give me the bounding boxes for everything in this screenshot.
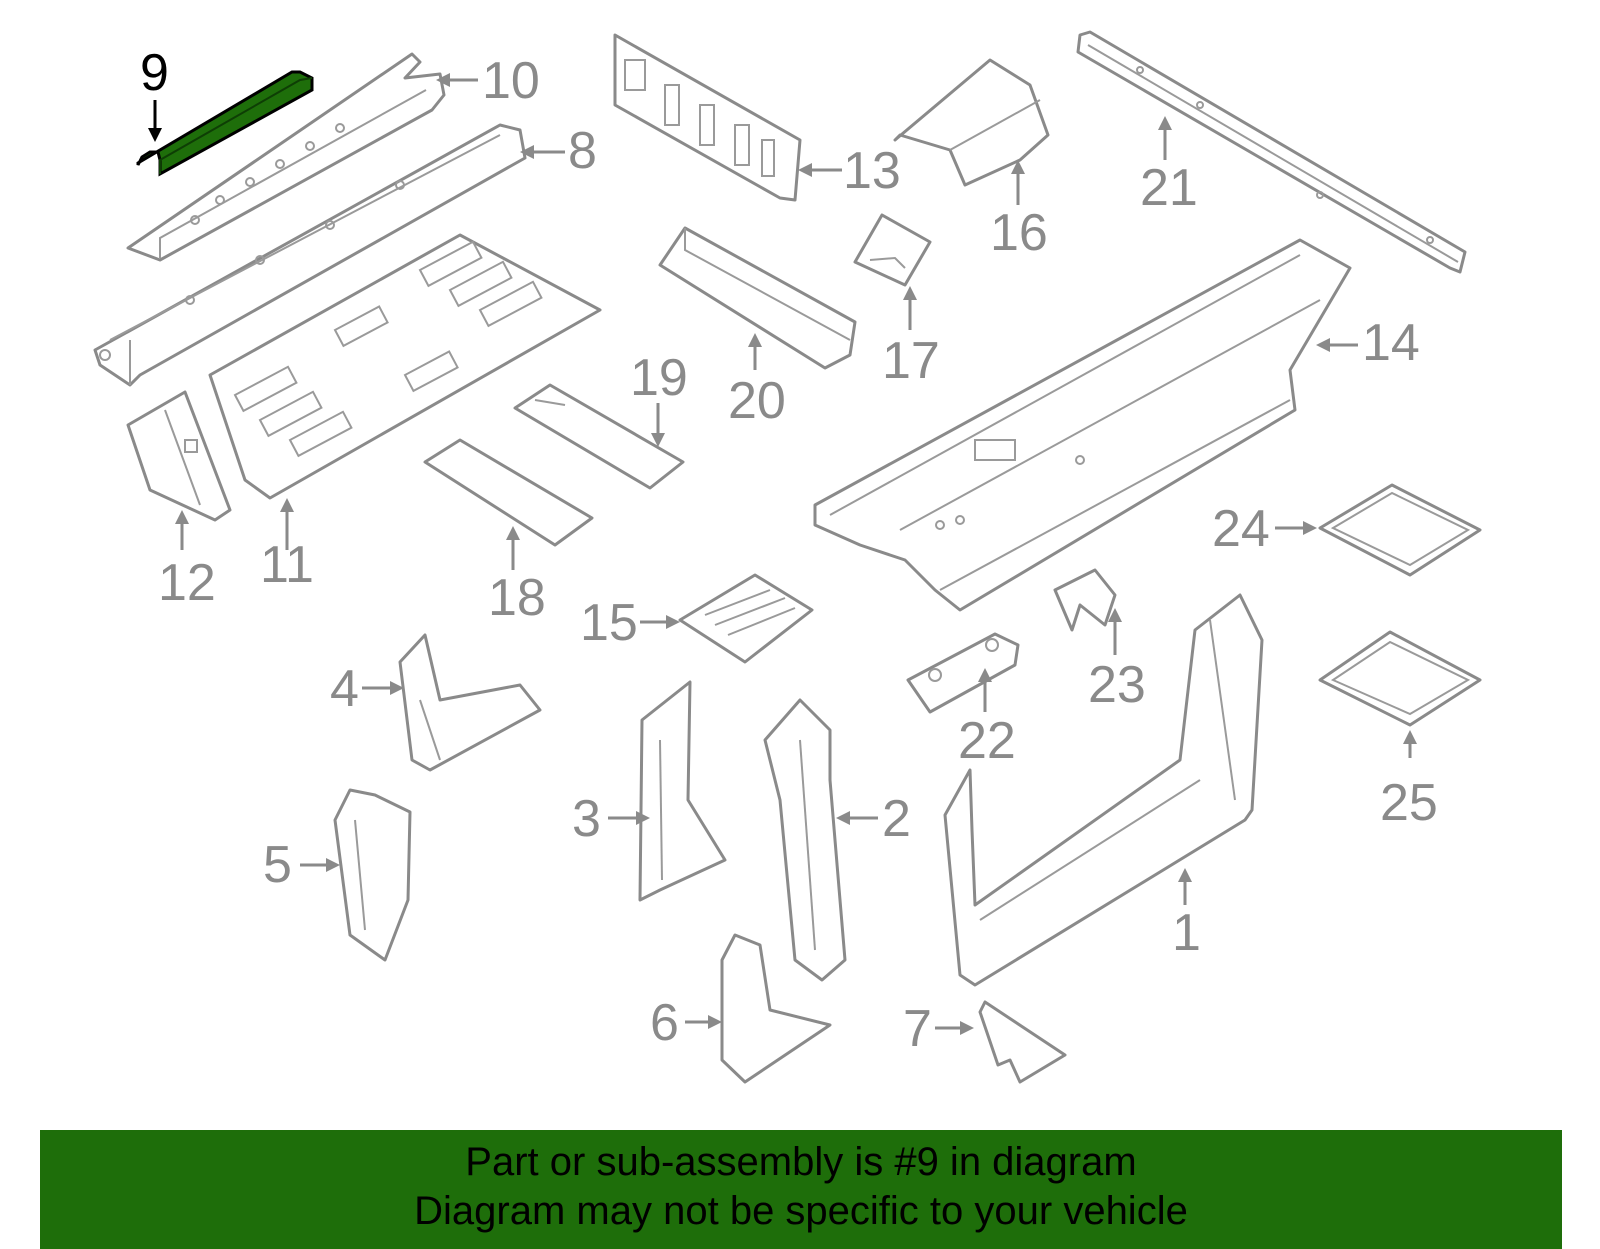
part-10[interactable] xyxy=(126,52,446,262)
callout-labels: 9 10 8 13 16 21 17 20 14 19 12 11 18 24 … xyxy=(140,44,1438,1058)
callout-18: 18 xyxy=(488,569,546,627)
part-20[interactable] xyxy=(658,226,857,370)
callout-16: 16 xyxy=(990,204,1048,262)
part-22[interactable] xyxy=(906,632,1020,714)
callout-19: 19 xyxy=(630,349,688,407)
part-21[interactable] xyxy=(1076,30,1467,274)
part-15[interactable] xyxy=(678,573,814,664)
callout-6: 6 xyxy=(650,994,679,1052)
callout-2: 2 xyxy=(882,790,911,848)
part-18[interactable] xyxy=(423,438,594,547)
parts-diagram: 9 10 8 13 16 21 17 20 14 19 12 11 18 24 … xyxy=(93,30,1482,1084)
callout-4: 4 xyxy=(330,660,359,718)
part-4[interactable] xyxy=(398,633,542,772)
callout-8: 8 xyxy=(568,122,597,180)
callout-13: 13 xyxy=(843,142,901,200)
part-16[interactable] xyxy=(893,58,1050,187)
callout-23: 23 xyxy=(1088,656,1146,714)
callout-24: 24 xyxy=(1212,500,1270,558)
callout-17: 17 xyxy=(882,332,940,390)
part-13[interactable] xyxy=(613,33,802,202)
callout-9: 9 xyxy=(140,44,169,102)
banner-line-2: Diagram may not be specific to your vehi… xyxy=(414,1189,1188,1233)
part-9-highlighted[interactable] xyxy=(136,70,314,177)
callout-20: 20 xyxy=(728,372,786,430)
part-17[interactable] xyxy=(853,213,932,287)
part-1[interactable] xyxy=(943,593,1264,987)
part-23[interactable] xyxy=(1053,568,1117,632)
part-25[interactable] xyxy=(1318,630,1482,727)
part-11[interactable] xyxy=(208,233,602,500)
leader-arrows xyxy=(148,73,1417,1035)
callout-10: 10 xyxy=(482,52,540,110)
callout-15: 15 xyxy=(580,594,638,652)
callout-14: 14 xyxy=(1362,314,1420,372)
banner-line-1: Part or sub-assembly is #9 in diagram xyxy=(465,1140,1137,1184)
part-7[interactable] xyxy=(978,1000,1067,1084)
callout-3: 3 xyxy=(572,790,601,848)
callout-25: 25 xyxy=(1380,774,1438,832)
part-12[interactable] xyxy=(126,390,232,522)
part-24[interactable] xyxy=(1318,483,1482,577)
callout-1: 1 xyxy=(1172,904,1201,962)
part-8[interactable] xyxy=(93,123,527,387)
part-5[interactable] xyxy=(333,788,412,962)
callout-7: 7 xyxy=(903,1000,932,1058)
callout-22: 22 xyxy=(958,712,1016,770)
part-3[interactable] xyxy=(638,680,727,902)
callout-12: 12 xyxy=(158,554,216,612)
callout-21: 21 xyxy=(1140,159,1198,217)
part-19[interactable] xyxy=(513,383,685,490)
part-6[interactable] xyxy=(720,933,832,1084)
part-2[interactable] xyxy=(763,698,847,982)
info-banner: Part or sub-assembly is #9 in diagram Di… xyxy=(40,1130,1562,1249)
callout-11: 11 xyxy=(260,536,314,594)
part-14[interactable] xyxy=(813,238,1352,612)
callout-5: 5 xyxy=(263,836,292,894)
